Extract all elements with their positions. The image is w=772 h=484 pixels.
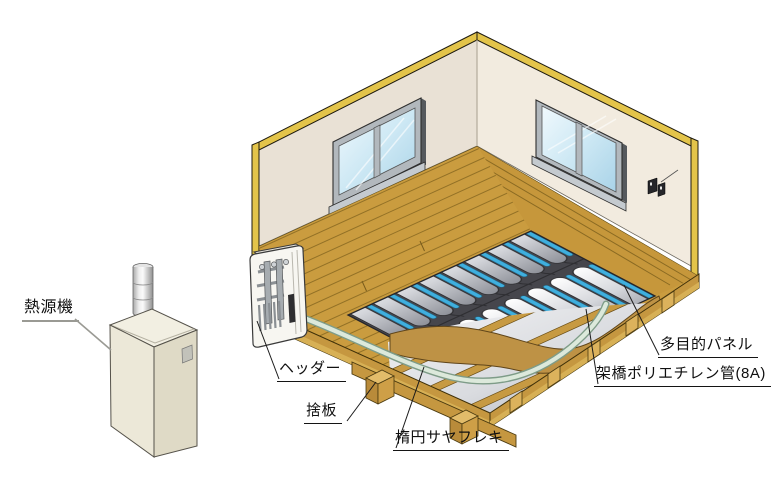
leader-heat-source <box>74 318 112 351</box>
wall-outlet <box>647 169 679 197</box>
flue-pipe <box>132 267 154 317</box>
sute-board-block <box>449 409 479 445</box>
unit-lid-seam <box>112 325 195 344</box>
leader-pe-pipe <box>585 308 599 385</box>
header-manifold-pipes <box>256 258 296 332</box>
label-heat-source: 熱源機 <box>22 298 79 323</box>
leader-lines <box>74 284 660 449</box>
window-sill <box>531 155 627 212</box>
leader-panel <box>623 284 660 356</box>
header-slot <box>288 293 296 323</box>
window-depth-edge <box>421 98 426 165</box>
joist-end-blocks <box>509 290 675 414</box>
right-wall-outer-edge <box>690 137 699 280</box>
leader-saya-flex <box>395 366 425 449</box>
label-multipurpose-panel: 多目的パネル <box>658 336 759 358</box>
label-header: ヘッダー <box>277 360 347 382</box>
outlet-slot <box>650 182 652 186</box>
outlet-slot <box>660 186 662 190</box>
flue-rings <box>132 281 154 301</box>
sute-board-block <box>365 369 395 405</box>
label-sute-board: 捨板 <box>304 402 343 424</box>
unit-front-face <box>109 324 155 458</box>
floor-cross-section <box>261 273 700 448</box>
heat-source-unit <box>108 262 199 458</box>
label-crosslinked-pe-pipe: 架橋ポリエチレン管(8A) <box>594 365 771 387</box>
oval-sheath-tube <box>284 300 610 385</box>
outlet-cord <box>660 169 679 183</box>
window-mullion <box>373 124 381 179</box>
right-floor-band <box>477 146 699 296</box>
label-oval-saya-flex: 楕円サヤフレキ <box>393 429 509 451</box>
header-unit <box>249 243 308 348</box>
outlet-body <box>647 177 658 195</box>
window-mullion <box>575 121 583 177</box>
unit-vent <box>181 344 193 364</box>
left-window <box>328 97 426 216</box>
window-depth-edge <box>622 143 627 203</box>
leader-header <box>256 320 280 380</box>
right-window <box>531 99 627 212</box>
leader-sute-board <box>346 381 377 422</box>
